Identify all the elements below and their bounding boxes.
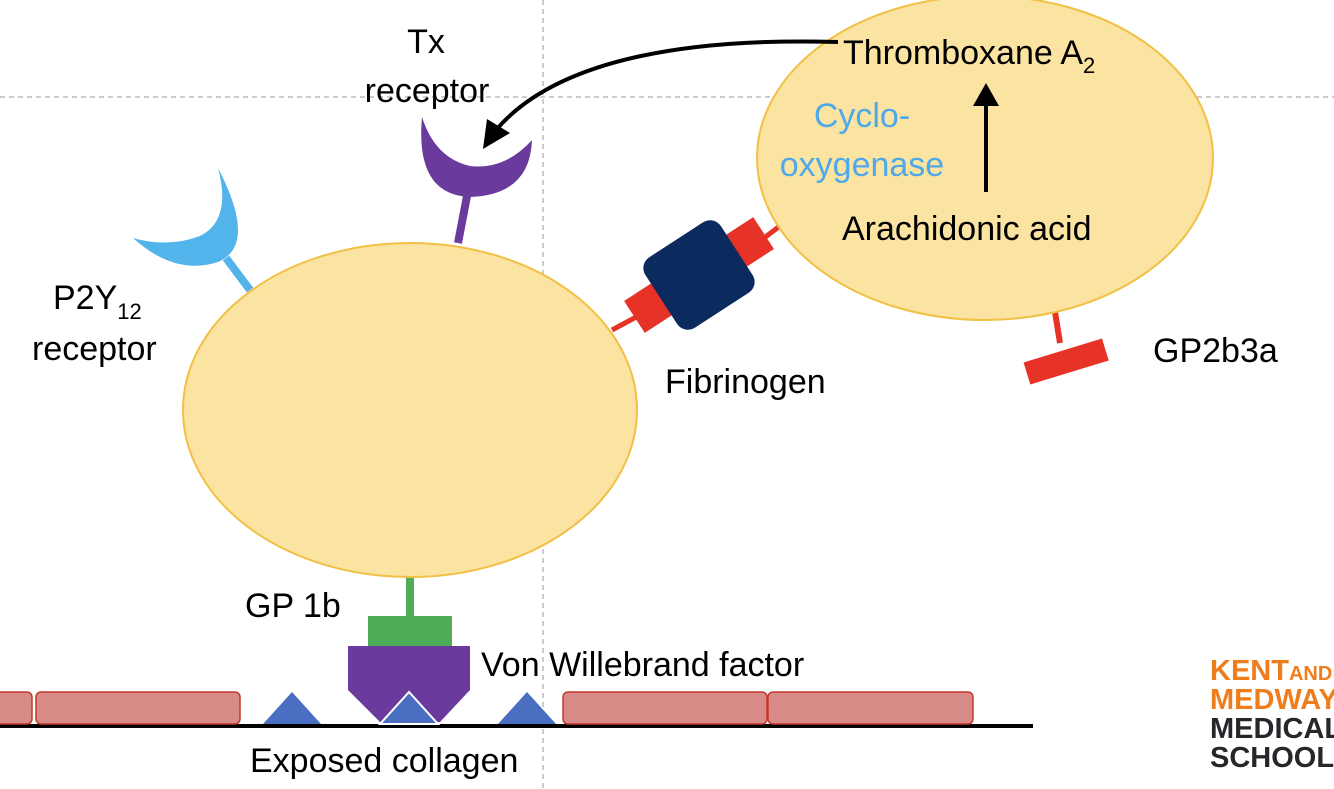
p2y12-label-line2: receptor (32, 330, 157, 368)
p2y12-receptor-icon (133, 168, 238, 266)
p2y12-label-line1: P2Y12 (53, 279, 142, 324)
thromboxane-label: Thromboxane A2 (843, 34, 1095, 78)
p2y12-subscript: 12 (117, 299, 141, 324)
logo-line-4: SCHOOL (1210, 742, 1334, 774)
p2y12-receptor-stalk (222, 255, 254, 293)
logo-and: AND (1289, 663, 1332, 685)
gp2b3a-right-stalk (1052, 311, 1063, 344)
collagen-strand-4 (767, 691, 974, 725)
arachidonic-acid-label: Arachidonic acid (842, 210, 1091, 248)
thromboxane-main-text: Thromboxane A (843, 34, 1083, 72)
thromboxane-arrow-head-icon (483, 119, 510, 149)
collagen-binding-site-3 (498, 692, 556, 724)
fibrinogen-bridge (624, 217, 774, 333)
logo-line-2: MEDWAY (1210, 684, 1334, 716)
collagen-label: Exposed collagen (250, 742, 518, 780)
p2y12-main-text: P2Y (53, 279, 117, 317)
thromboxane-subscript: 2 (1083, 53, 1095, 78)
cyclooxygenase-label-line1: Cyclo- (814, 97, 910, 135)
school-logo: KENTAND MEDWAY MEDICAL SCHOOL (1210, 655, 1334, 774)
logo-kent: KENT (1210, 655, 1289, 687)
collagen-binding-site-1 (263, 692, 321, 724)
gp2b3a-label: GP2b3a (1153, 332, 1278, 370)
gp2b3a-bar (1023, 338, 1109, 385)
logo-line-3: MEDICAL (1210, 713, 1334, 745)
logo-line-1: KENTAND (1210, 655, 1332, 687)
collagen-strand-1 (0, 691, 33, 725)
vwf-label: Von Willebrand factor (481, 646, 804, 684)
collagen-strand-2 (35, 691, 241, 725)
collagen-binding-site-2 (377, 690, 441, 725)
arachidonic-arrow-head-icon (973, 83, 999, 106)
thromboxane-to-receptor-arrow (494, 39, 839, 132)
tx-receptor-stalk (454, 195, 471, 244)
gp1b-label: GP 1b (245, 587, 341, 625)
tx-receptor-icon (421, 117, 532, 197)
fibrinogen-core (643, 220, 755, 330)
gp1b-block (368, 616, 452, 648)
tx-receptor-label-line1: Tx (407, 23, 445, 61)
vwf-block (348, 646, 470, 722)
cyclooxygenase-label-line2: oxygenase (780, 146, 944, 184)
activated-platelet (182, 242, 638, 578)
collagen-strand-3 (562, 691, 768, 725)
fibrinogen-label: Fibrinogen (665, 363, 826, 401)
tx-receptor-label-line2: receptor (365, 72, 490, 110)
